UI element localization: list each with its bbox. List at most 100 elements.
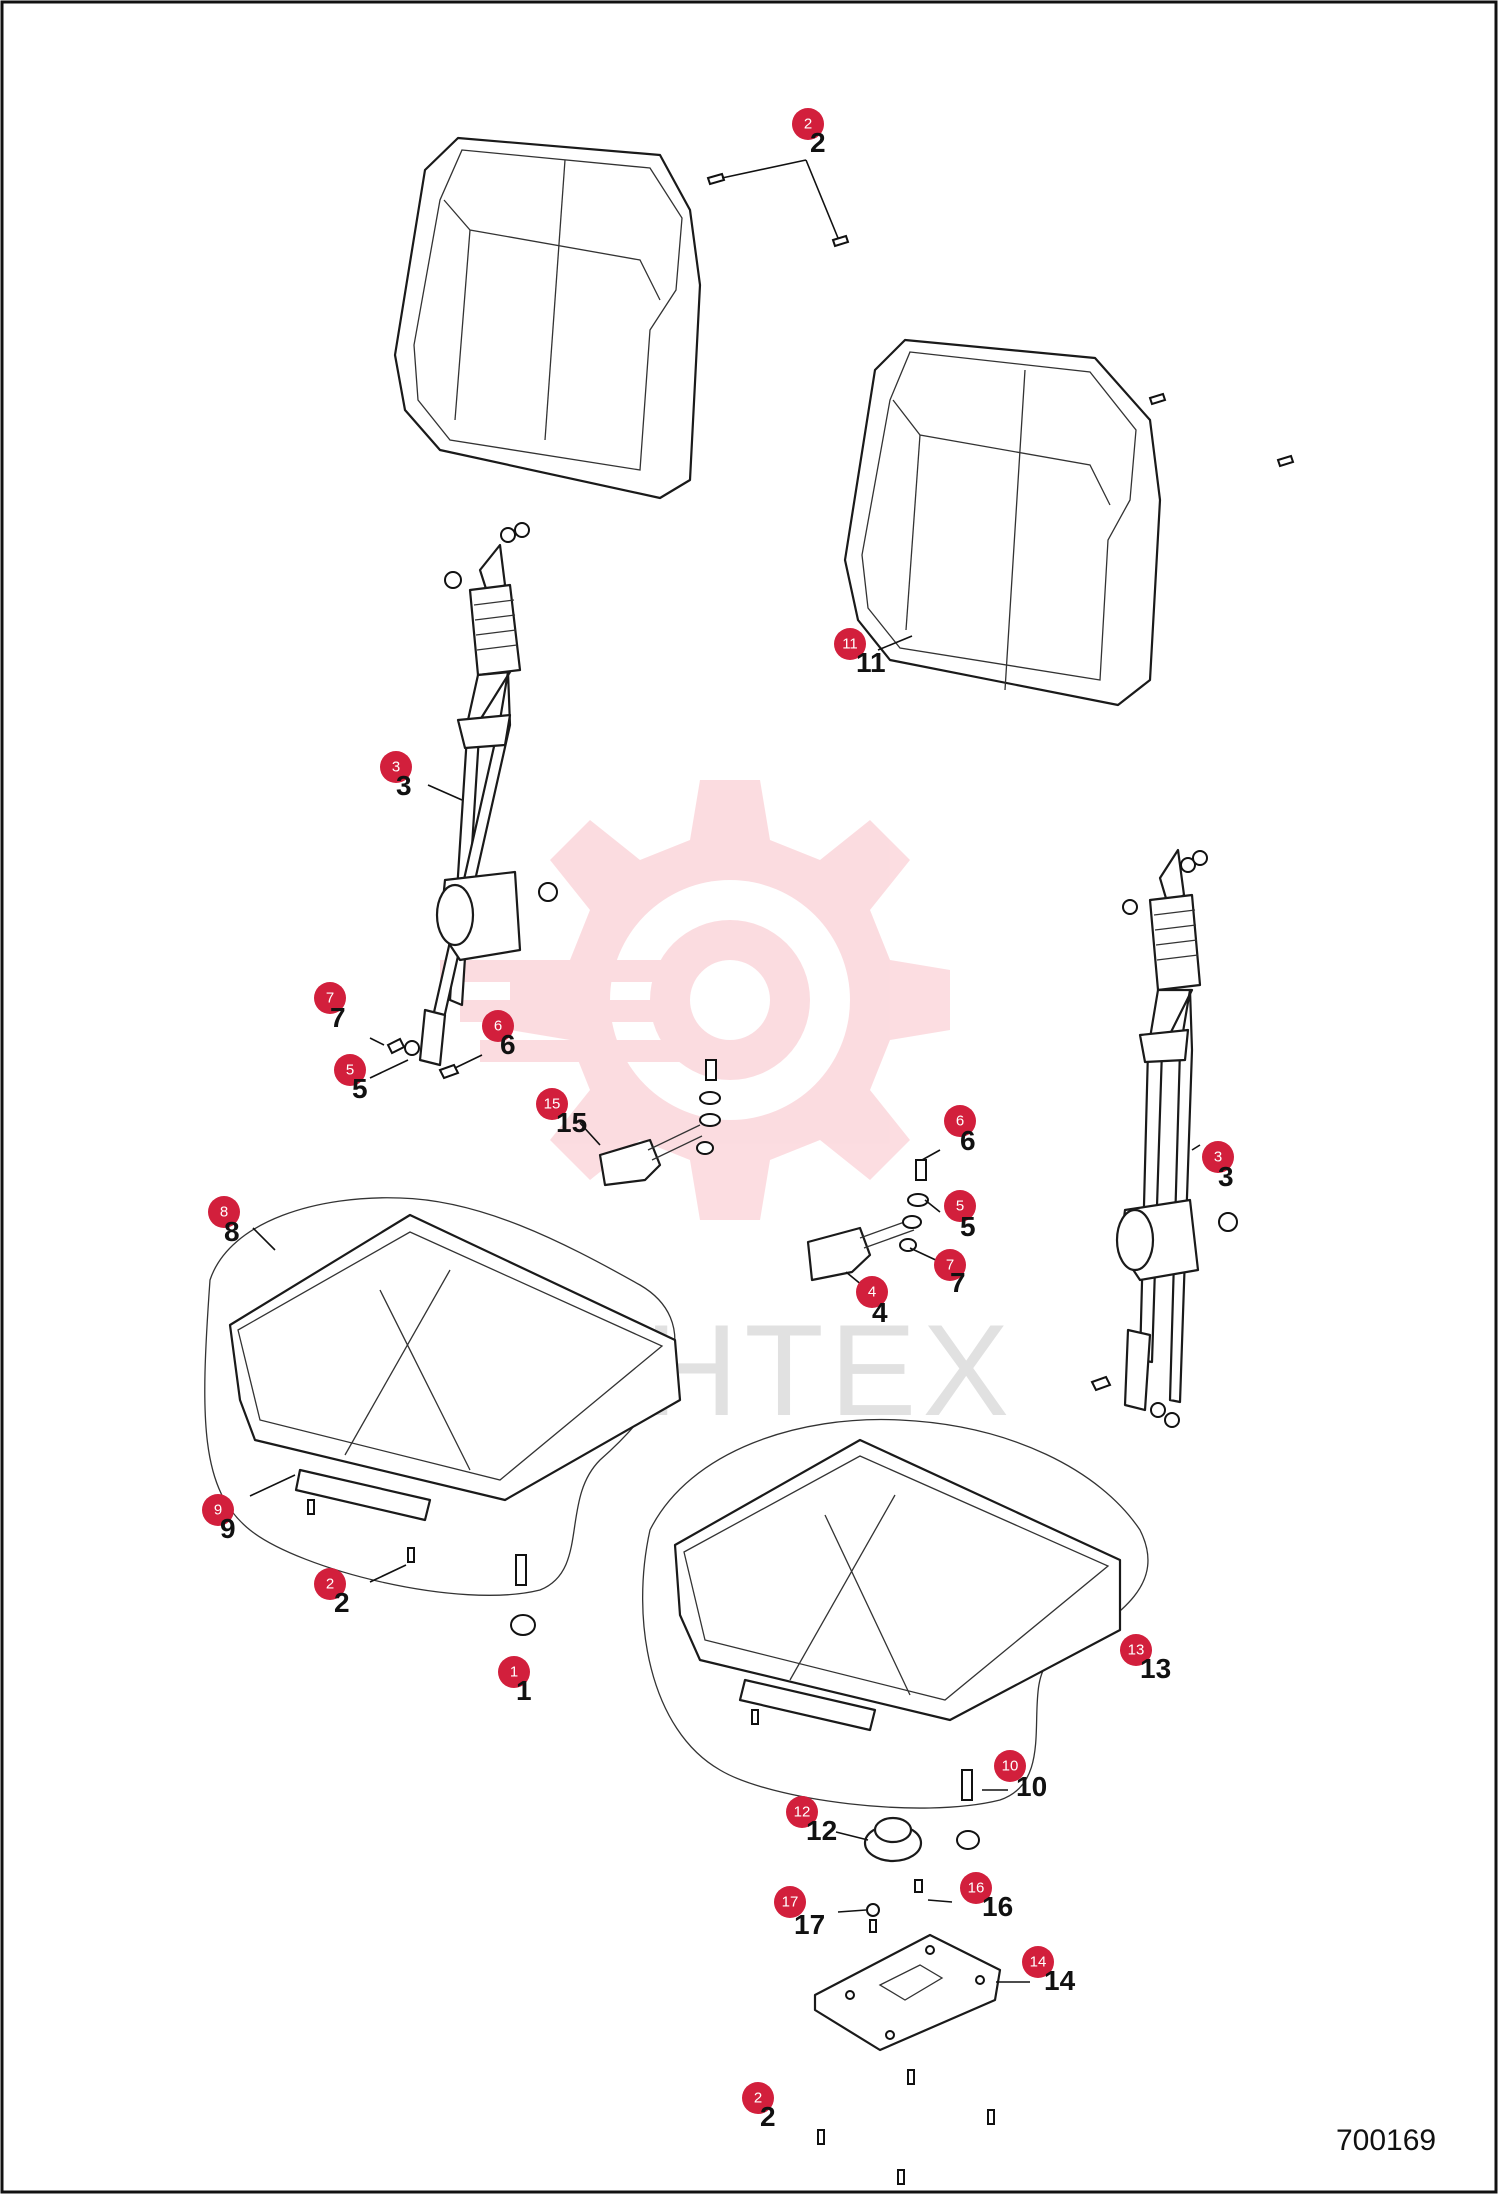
backrest-cushion-left: [393, 136, 702, 500]
backrest-cushion-right: [843, 338, 1162, 707]
callout-badge: [202, 1494, 234, 1526]
callout-badge-number: 5: [346, 1062, 354, 1079]
callout-badge: [482, 1010, 514, 1042]
callout-5-left[interactable]: 5 5: [334, 1054, 368, 1104]
seat-belt-left: [386, 522, 558, 1080]
callout-badge-number: 17: [782, 1894, 799, 1911]
callout-badge-number: 10: [1002, 1758, 1019, 1775]
callout-label: 6: [960, 1125, 976, 1156]
callout-badge: [944, 1190, 976, 1222]
callout-badge: [536, 1088, 568, 1120]
callout-16[interactable]: 16 16: [960, 1872, 1013, 1922]
callout-2-seat-left[interactable]: 2 2: [314, 1568, 350, 1618]
callout-badge: [944, 1105, 976, 1137]
callout-badge-number: 3: [1214, 1149, 1222, 1166]
callout-11[interactable]: 11 11: [834, 628, 886, 678]
callout-badge: [742, 2082, 774, 2114]
callout-badge: [1022, 1946, 1054, 1978]
callout-2-bottom[interactable]: 2 2: [742, 2082, 776, 2132]
callout-label: 10: [1016, 1771, 1047, 1802]
base-plate-14: [813, 1933, 1002, 2185]
callout-17[interactable]: 17 17: [774, 1886, 825, 1940]
callout-badge-number: 6: [494, 1018, 502, 1035]
callout-badge: [834, 628, 866, 660]
screw-pair-right: [1148, 392, 1295, 468]
callout-badge-number: 3: [392, 759, 400, 776]
callout-badge-number: 16: [968, 1880, 985, 1897]
callout-label: 12: [806, 1815, 837, 1846]
seat-belt-right: [1090, 848, 1238, 1428]
callout-badge: [314, 982, 346, 1014]
callout-label: 14: [1044, 1965, 1076, 1996]
callout-badge: [208, 1196, 240, 1228]
callout-badge-number: 4: [868, 1284, 876, 1301]
callout-badge-number: 11: [842, 636, 858, 653]
callout-label: 3: [1218, 1161, 1234, 1192]
callout-badge: [856, 1276, 888, 1308]
callout-label: 17: [794, 1909, 825, 1940]
callout-label: 7: [950, 1267, 966, 1298]
callout-label: 9: [220, 1513, 236, 1544]
callout-badge-number: 13: [1128, 1642, 1145, 1659]
callout-15[interactable]: 15 15: [536, 1088, 587, 1138]
callout-badge-number: 5: [956, 1198, 964, 1215]
screw-pair-top: [706, 172, 850, 248]
callout-label: 7: [330, 1002, 346, 1033]
callout-label: 2: [760, 2101, 776, 2132]
callout-5-right[interactable]: 5 5: [944, 1190, 976, 1242]
callout-badge: [786, 1796, 818, 1828]
callout-label: 15: [556, 1107, 587, 1138]
callout-badge-number: 6: [956, 1113, 964, 1130]
callout-badge: [498, 1656, 530, 1688]
callout-badge-number: 9: [214, 1502, 222, 1519]
callout-badge-number: 7: [326, 990, 334, 1007]
callout-3-right[interactable]: 3 3: [1202, 1141, 1234, 1192]
callout-label: 2: [810, 127, 826, 158]
callout-badge-number: 8: [220, 1204, 228, 1221]
callout-9[interactable]: 9 9: [202, 1494, 236, 1544]
callout-badge: [1202, 1141, 1234, 1173]
callout-badge-number: 14: [1030, 1954, 1047, 1971]
callout-badge: [994, 1750, 1026, 1782]
callout-label: 8: [224, 1216, 240, 1247]
callout-label: 13: [1140, 1653, 1171, 1684]
buckle-15: [598, 1059, 721, 1187]
callout-1[interactable]: 1 1: [498, 1656, 532, 1706]
callout-badge: [774, 1886, 806, 1918]
callout-7-left[interactable]: 7 7: [314, 982, 346, 1033]
callout-label: 3: [396, 770, 412, 801]
callout-14[interactable]: 14 14: [1022, 1946, 1076, 1996]
watermark-gear-logo: [440, 780, 950, 1220]
callout-badge: [334, 1054, 366, 1086]
callout-7-right[interactable]: 7 7: [934, 1249, 966, 1298]
callout-label: 6: [500, 1029, 516, 1060]
callout-13[interactable]: 13 13: [1120, 1634, 1171, 1684]
callout-label: 4: [872, 1297, 888, 1328]
callout-6-right[interactable]: 6 6: [944, 1105, 976, 1156]
callout-2[interactable]: 2 2: [792, 108, 826, 158]
callout-badge-number: 7: [946, 1257, 954, 1274]
callout-10[interactable]: 10 10: [994, 1750, 1047, 1802]
callout-12[interactable]: 12 12: [786, 1796, 837, 1846]
callout-label: 1: [516, 1675, 532, 1706]
callout-3-left[interactable]: 3 3: [380, 751, 412, 801]
callout-4[interactable]: 4 4: [856, 1276, 888, 1328]
seat-cushion-left: [204, 1197, 682, 1636]
seat-cushion-right: [642, 1418, 1149, 1809]
callout-badge-number: 1: [510, 1664, 518, 1681]
callout-badge-number: 2: [754, 2090, 762, 2107]
callout-badge-number: 2: [326, 1576, 334, 1593]
callout-badge: [380, 751, 412, 783]
buckle-4: [806, 1159, 929, 1282]
callout-8[interactable]: 8 8: [208, 1196, 240, 1247]
callout-6-left[interactable]: 6 6: [482, 1010, 516, 1060]
callout-badge: [792, 108, 824, 140]
drawing-number: 700169: [1336, 2124, 1436, 2157]
callout-badge: [1120, 1634, 1152, 1666]
callout-badge: [960, 1872, 992, 1904]
callout-badge: [314, 1568, 346, 1600]
callout-badge: [934, 1249, 966, 1281]
callout-badge-number: 15: [544, 1096, 561, 1113]
